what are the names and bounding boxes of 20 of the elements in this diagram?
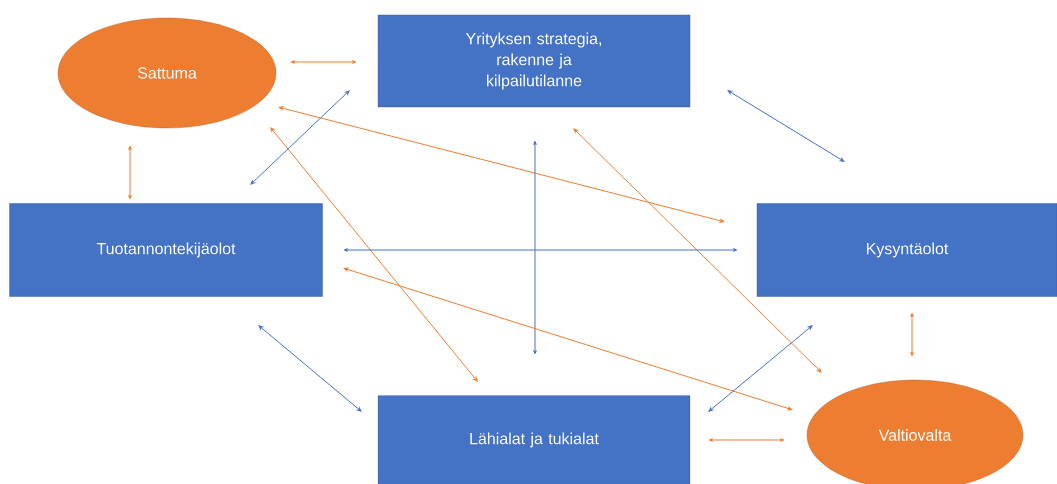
ellipse-node: Sattuma [57, 17, 277, 129]
arrow [250, 90, 350, 185]
arrow [258, 325, 362, 412]
arrow [290, 60, 357, 64]
arrow [270, 127, 478, 382]
arrow [573, 128, 822, 373]
arrow [708, 438, 785, 442]
arrow [910, 312, 914, 357]
arrow [343, 248, 738, 252]
ellipse-node: Valtiovalta [806, 379, 1024, 484]
process-box: Tuotannontekijäolot [9, 203, 323, 297]
process-box: Lähialat ja tukialat [377, 395, 691, 484]
arrow [708, 325, 813, 412]
process-box: Kysyntäolot [756, 203, 1057, 297]
process-box: Yrityksen strategia, rakenne ja kilpailutilanne [377, 14, 691, 108]
arrow [343, 267, 793, 411]
arrow [533, 140, 537, 355]
arrow [128, 145, 132, 200]
arrow [278, 106, 725, 223]
arrow [727, 90, 845, 162]
